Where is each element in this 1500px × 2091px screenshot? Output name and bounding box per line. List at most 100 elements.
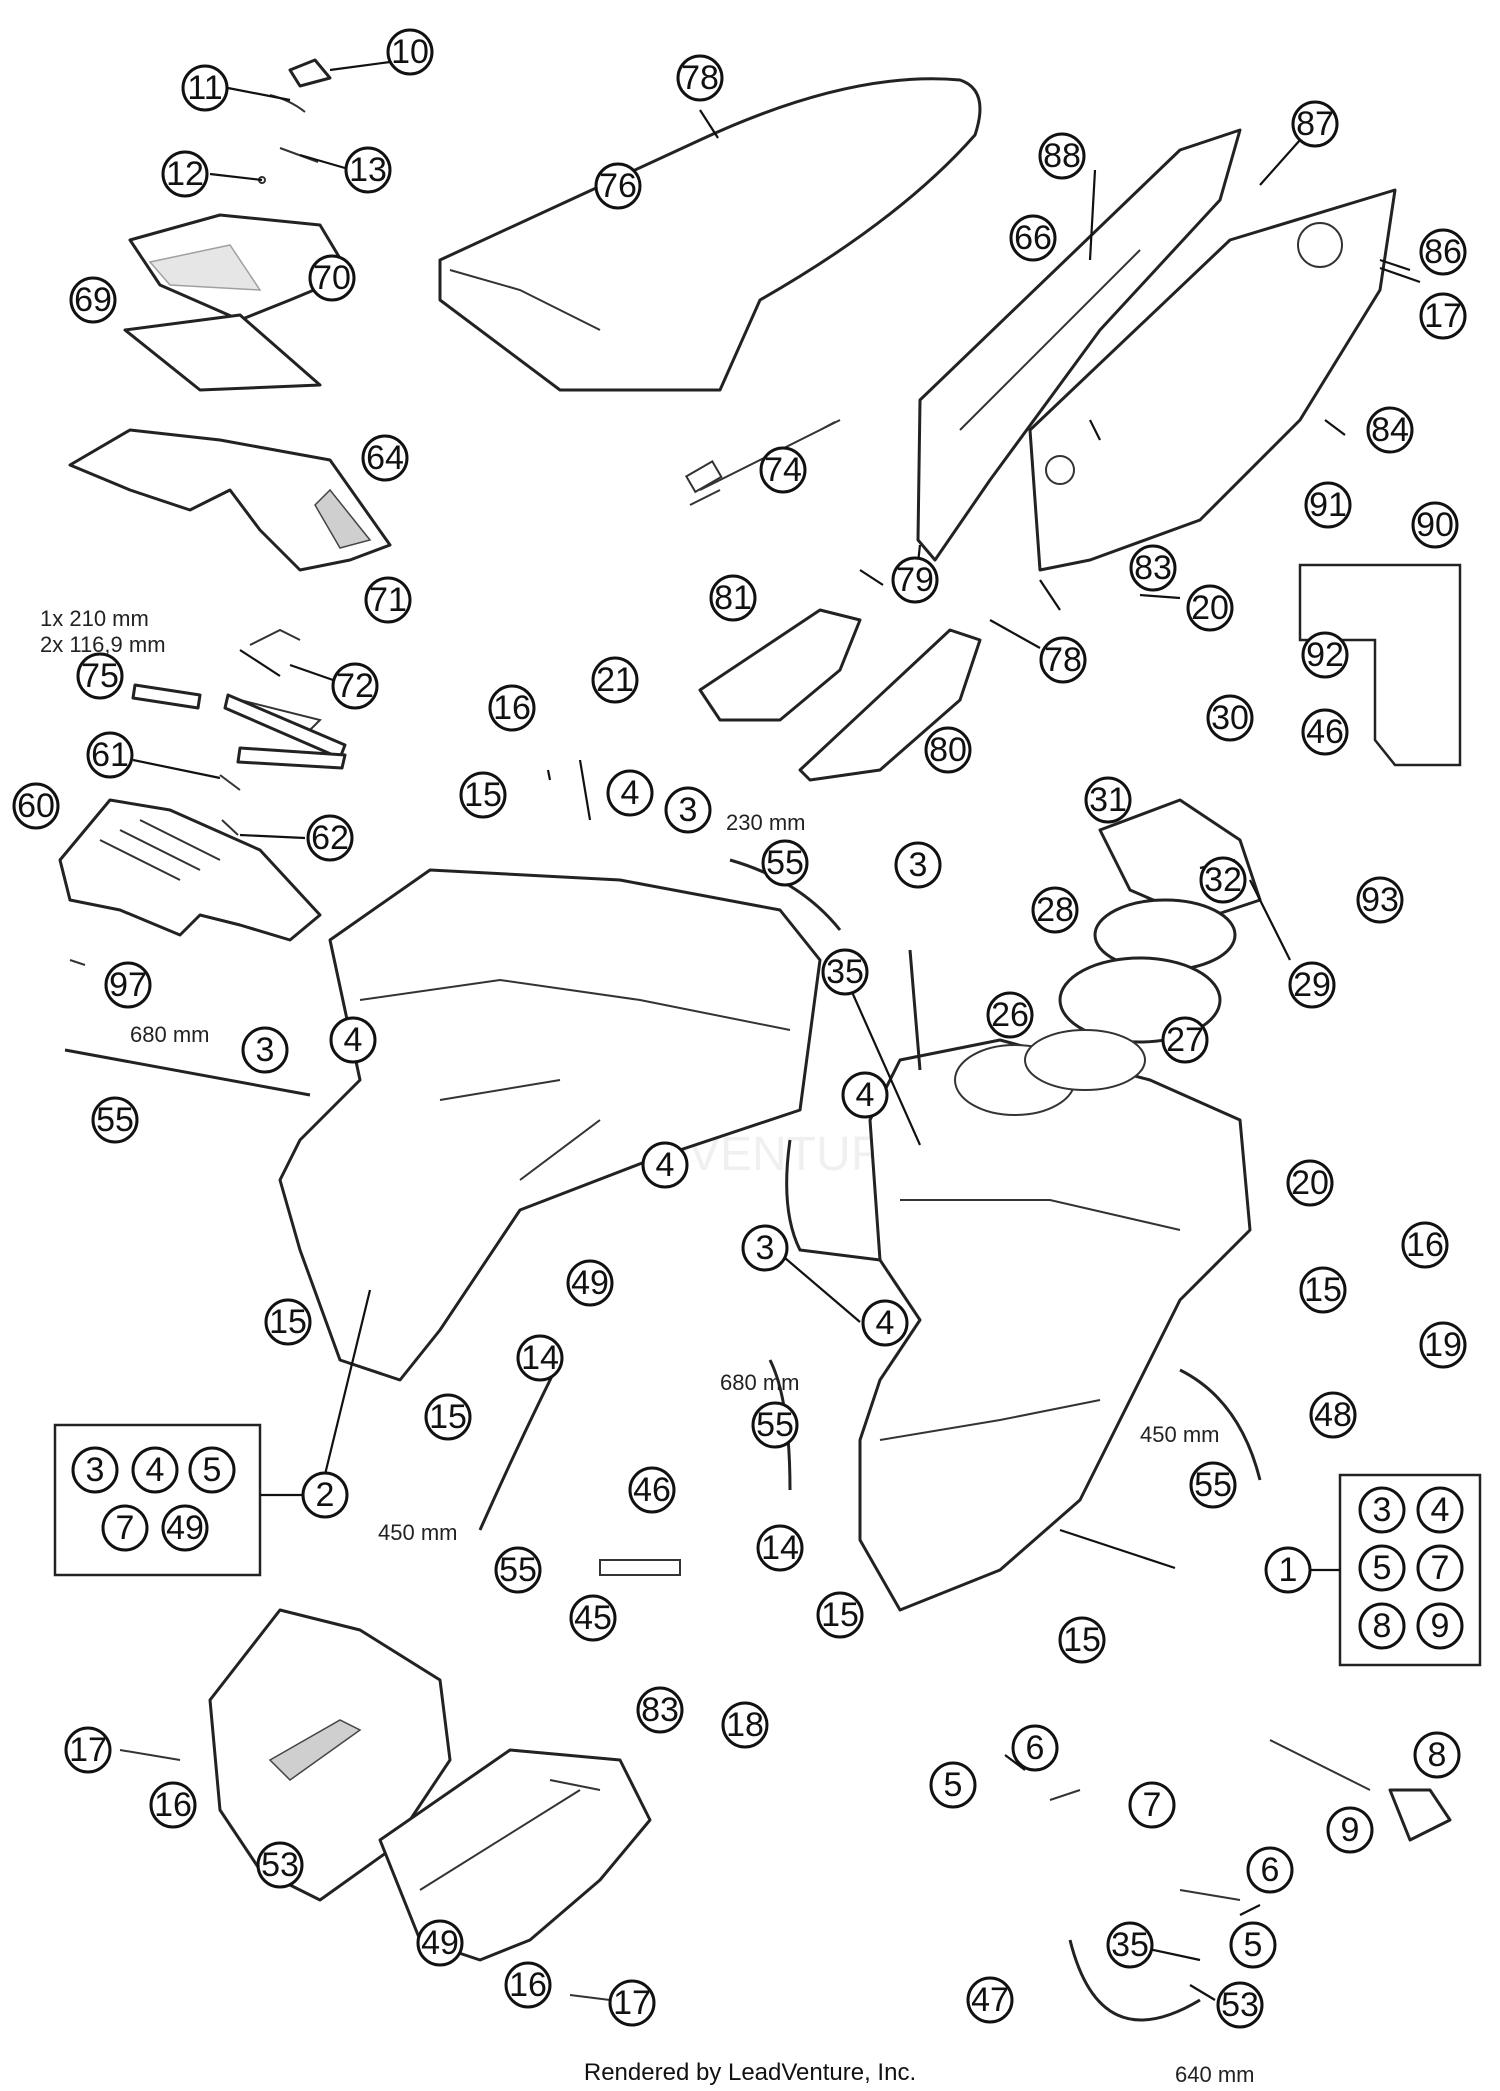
svg-text:14: 14 bbox=[761, 1529, 799, 1567]
callout-73: 74 bbox=[759, 446, 807, 494]
callout-46: 48 bbox=[1309, 1391, 1357, 1439]
callout-44-mid: 46 bbox=[628, 1466, 676, 1514]
svg-text:75: 75 bbox=[81, 657, 119, 695]
svg-text:4: 4 bbox=[146, 1451, 165, 1489]
callout-5-a: 5 bbox=[929, 1761, 977, 1809]
callout-11: 11 bbox=[181, 64, 229, 112]
svg-text:30: 30 bbox=[1211, 699, 1249, 737]
svg-text:21: 21 bbox=[596, 661, 634, 699]
hose-230 bbox=[729, 858, 842, 931]
svg-text:15: 15 bbox=[464, 776, 502, 814]
svg-text:17: 17 bbox=[1424, 297, 1462, 335]
callout-17-bot: 17 bbox=[608, 1979, 656, 2027]
svg-text:91: 91 bbox=[1309, 486, 1347, 524]
callout-8: 8 bbox=[1413, 1731, 1461, 1779]
svg-text:79: 79 bbox=[896, 561, 934, 599]
svg-text:92: 92 bbox=[1306, 636, 1344, 674]
callout-15-a: 15 bbox=[459, 771, 507, 819]
callout-17-left: 17 bbox=[64, 1726, 112, 1774]
callout-21: 21 bbox=[591, 656, 639, 704]
callout-2: 2 bbox=[301, 1471, 349, 1519]
callout-55-e: 55 bbox=[494, 1546, 542, 1594]
callout-74: 75 bbox=[76, 652, 124, 700]
svg-text:66: 66 bbox=[1014, 219, 1052, 257]
callout-4-a: 4 bbox=[606, 769, 654, 817]
svg-text:5: 5 bbox=[203, 1451, 222, 1489]
callout-27: 27 bbox=[1161, 1016, 1209, 1064]
svg-text:45: 45 bbox=[574, 1599, 612, 1637]
svg-text:55: 55 bbox=[756, 1406, 794, 1444]
callout-49: 49 bbox=[566, 1259, 614, 1307]
callout-15-d: 15 bbox=[424, 1393, 472, 1441]
svg-text:32: 32 bbox=[1204, 861, 1242, 899]
callout-32: 32 bbox=[1199, 856, 1247, 904]
svg-text:9: 9 bbox=[1431, 1607, 1450, 1645]
side-panel-69 bbox=[916, 128, 1242, 562]
hose-450-right bbox=[1179, 1368, 1262, 1481]
callout-3-d: 3 bbox=[741, 1224, 789, 1272]
svg-text:46: 46 bbox=[1306, 713, 1344, 751]
svg-text:3: 3 bbox=[256, 1031, 275, 1069]
svg-text:78: 78 bbox=[1044, 641, 1082, 679]
callout-7: 7 bbox=[1128, 1781, 1176, 1829]
svg-text:3: 3 bbox=[679, 791, 698, 829]
svg-text:48: 48 bbox=[1314, 1396, 1352, 1434]
svg-text:71: 71 bbox=[369, 581, 407, 619]
svg-text:78: 78 bbox=[681, 59, 719, 97]
callout-87: 87 bbox=[1291, 100, 1339, 148]
callout-29: 29 bbox=[1288, 961, 1336, 1009]
svg-text:55: 55 bbox=[96, 1101, 134, 1139]
svg-text:55: 55 bbox=[1194, 1466, 1232, 1504]
callout-13: 13 bbox=[344, 146, 392, 194]
callout-15-f: 15 bbox=[1058, 1616, 1106, 1664]
svg-text:35: 35 bbox=[826, 953, 864, 991]
kit-right-9: 9 bbox=[1416, 1602, 1464, 1650]
fuel-tank-left bbox=[278, 868, 822, 1382]
svg-text:17: 17 bbox=[613, 1984, 651, 2022]
shield-81 bbox=[698, 608, 862, 722]
svg-text:8: 8 bbox=[1373, 1607, 1392, 1645]
callout-93: 93 bbox=[1356, 876, 1404, 924]
callout-55-a: 55 bbox=[761, 839, 809, 887]
svg-text:16: 16 bbox=[493, 689, 531, 727]
svg-text:70: 70 bbox=[313, 259, 351, 297]
callout-4-b: 4 bbox=[329, 1016, 377, 1064]
svg-text:7: 7 bbox=[116, 1509, 135, 1547]
svg-text:49: 49 bbox=[421, 1924, 459, 1962]
callout-16-a: 16 bbox=[488, 684, 536, 732]
callout-55-b: 55 bbox=[91, 1096, 139, 1144]
callout-45: 47 bbox=[966, 1976, 1014, 2024]
svg-text:28: 28 bbox=[1036, 891, 1074, 929]
kit-left-3: 3 bbox=[71, 1446, 119, 1494]
svg-text:88: 88 bbox=[1043, 137, 1081, 175]
kit-left-49: 49 bbox=[161, 1504, 209, 1552]
svg-text:46: 46 bbox=[633, 1471, 671, 1509]
callout-62: 62 bbox=[306, 814, 354, 862]
svg-text:16: 16 bbox=[1406, 1226, 1444, 1264]
svg-text:6: 6 bbox=[1026, 1729, 1045, 1767]
svg-text:2: 2 bbox=[316, 1476, 335, 1514]
kit-box-left bbox=[53, 1423, 262, 1577]
callout-66: 69 bbox=[69, 276, 117, 324]
callout-47: 49 bbox=[416, 1919, 464, 1967]
kit-right-7: 7 bbox=[1416, 1544, 1464, 1592]
svg-text:5: 5 bbox=[944, 1766, 963, 1804]
callout-91: 91 bbox=[1304, 481, 1352, 529]
callout-16-b: 16 bbox=[1401, 1221, 1449, 1269]
callout-16-d: 16 bbox=[504, 1961, 552, 2009]
svg-text:93: 93 bbox=[1361, 881, 1399, 919]
svg-text:53: 53 bbox=[1221, 1986, 1259, 2024]
svg-text:64: 64 bbox=[366, 439, 404, 477]
hose-450-left-label: 450 mm bbox=[378, 1520, 457, 1545]
callout-81: 81 bbox=[709, 574, 757, 622]
hose-450-right-label: 450 mm bbox=[1140, 1422, 1219, 1447]
shield-80 bbox=[798, 628, 982, 782]
kit-right-4: 4 bbox=[1416, 1486, 1464, 1534]
seat bbox=[438, 77, 982, 392]
callout-97: 97 bbox=[104, 961, 152, 1009]
callout-14-b: 14 bbox=[756, 1524, 804, 1572]
callout-92: 92 bbox=[1301, 631, 1349, 679]
svg-text:13: 13 bbox=[349, 151, 387, 189]
svg-text:12: 12 bbox=[166, 155, 204, 193]
hose-680-mid-label: 680 mm bbox=[720, 1370, 799, 1395]
